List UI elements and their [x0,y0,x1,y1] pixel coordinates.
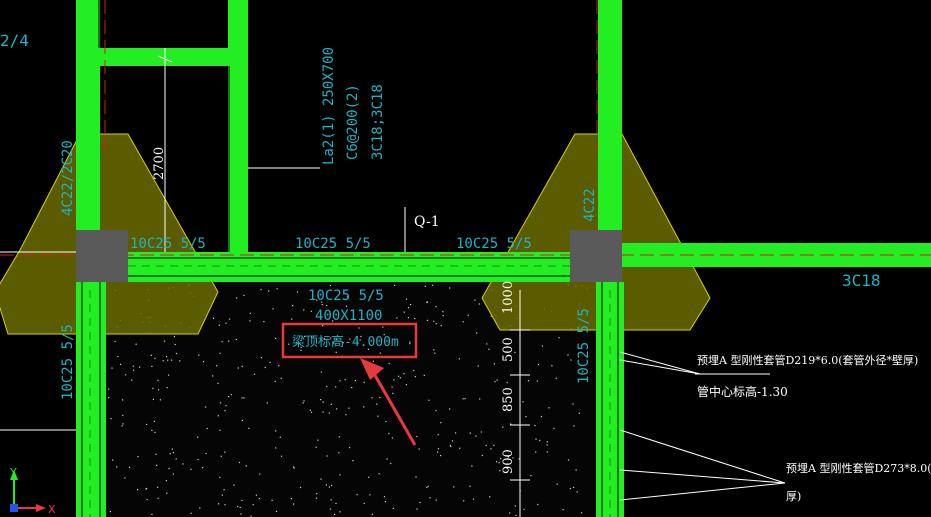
dim-500: 500 [501,337,516,362]
highlight-box[interactable] [281,322,418,359]
svg-text:850: 850 [501,387,516,412]
wall-inner-lines [81,0,619,517]
q-label: Q-1 [414,214,440,230]
svg-text:Y: Y [9,466,17,479]
beam-label-2: C6@200(2) [345,84,361,160]
svg-text:900: 900 [501,449,516,474]
annotation-arrow-head [360,358,384,380]
svg-text:X: X [48,503,56,516]
svg-text:3C18;3C18: 3C18;3C18 [370,84,386,160]
svg-text:500: 500 [501,337,516,362]
svg-text:10C25 5/5: 10C25 5/5 [576,308,592,384]
top-rebar-left: 10C25 5/5 [130,236,206,252]
left-side-rebar: 10C25 5/5 [60,324,76,400]
note-sleeve-1: 预埋A 型刚性套管D219*6.0(套管外径*壁厚) [697,353,918,367]
corner-text: 2/4 [0,31,29,50]
svg-text:4C22: 4C22 [582,188,598,222]
ucs-axis-icon: Y X [9,466,56,516]
leader-lines [0,48,786,517]
wall-hatch [89,265,611,517]
svg-text:10C25 5/5: 10C25 5/5 [60,324,76,400]
left-rebar-vertical: 4C22/2C20 [60,140,76,216]
dim-900: 900 [501,449,516,474]
top-rebar-right: 10C25 5/5 [456,236,532,252]
beam-label-3: 3C18;3C18 [370,84,386,160]
dim-1000: 1000 [501,281,516,314]
center-lines [0,0,931,256]
beam-label-1: La2(1) 250X700 [321,47,337,165]
right-3c18: 3C18 [842,271,881,290]
note-sleeve-2: 预埋A 型刚性套管D273*8.0(套管 [786,461,931,475]
left-column[interactable] [76,230,128,282]
right-rebar-vertical: 4C22 [582,188,598,222]
svg-text:2700: 2700 [152,147,167,180]
top-rebar-mid: 10C25 5/5 [295,236,371,252]
svg-text:La2(1) 250X700: La2(1) 250X700 [321,47,337,165]
elevation-note[interactable]: 梁顶标高-4.000m [292,334,399,350]
svg-text:1000: 1000 [501,281,516,314]
dim-2700: 2700 [152,147,167,180]
right-side-rebar: 10C25 5/5 [576,308,592,384]
svg-text:4C22/2C20: 4C22/2C20 [60,140,76,216]
note-elevation: 管中心标高-1.30 [697,384,788,399]
svg-text:C6@200(2): C6@200(2) [345,84,361,160]
note-sleeve-2-cont: 厚) [786,490,801,503]
right-column[interactable] [570,230,622,282]
annotation-arrow-shaft [370,369,417,446]
section-size: 400X1100 [315,308,382,324]
dim-850: 850 [501,387,516,412]
bottom-rebar: 10C25 5/5 [308,288,384,304]
